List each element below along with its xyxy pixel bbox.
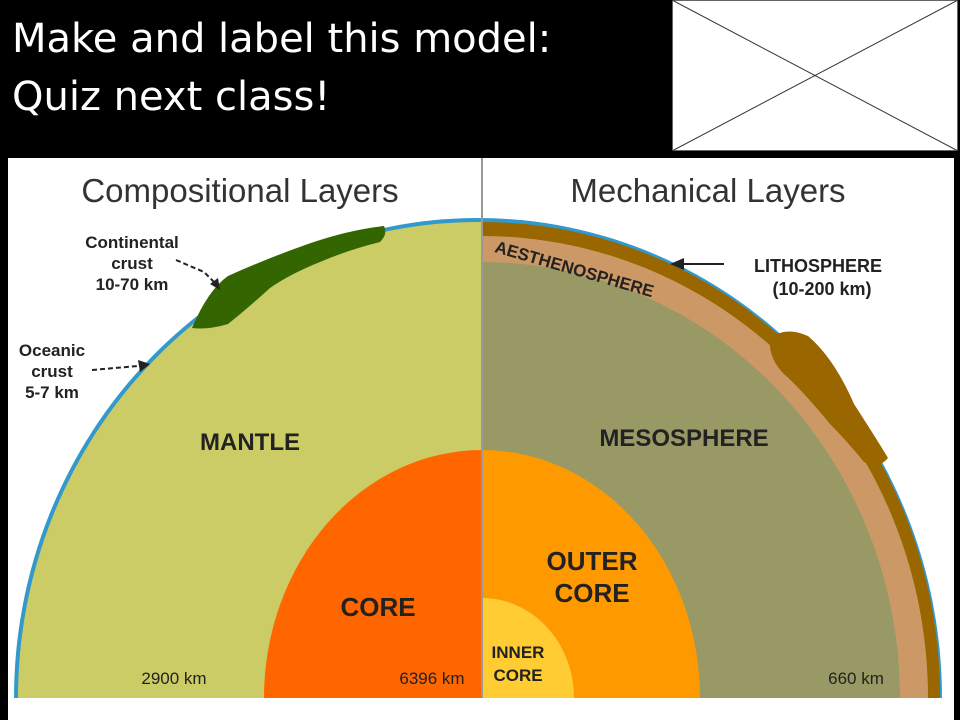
broken-image-x-icon (672, 0, 958, 151)
continental-crust-arrowhead (210, 278, 220, 290)
inner-core-label-1: INNER (492, 643, 545, 662)
depth-6396-label: 6396 km (399, 669, 464, 688)
oceanic-crust-arrowhead (138, 360, 150, 372)
inner-core-shape (482, 598, 574, 698)
inner-core-label-2: CORE (493, 666, 542, 685)
mantle-label: MANTLE (200, 429, 300, 456)
lithosphere-arrowhead (670, 258, 684, 270)
core-shape (264, 450, 482, 698)
core-label: CORE (340, 592, 415, 622)
image-placeholder (672, 0, 958, 151)
lithosphere-label-1: LITHOSPHERE (754, 256, 882, 276)
slide-title: Make and label this model: Quiz next cla… (12, 10, 551, 126)
compositional-layers-heading: Compositional Layers (81, 172, 398, 209)
slide-title-line-2: Quiz next class! (12, 74, 331, 120)
continental-crust-label-2: crust (111, 254, 153, 273)
oceanic-crust-label-1: Oceanic (19, 341, 85, 360)
lithosphere-bulge-shape (769, 331, 888, 466)
slide-title-line-1: Make and label this model: (12, 16, 552, 62)
continental-crust-label-3: 10-70 km (96, 275, 169, 294)
outer-core-label-2: CORE (554, 578, 629, 608)
oceanic-crust-label-2: crust (31, 362, 73, 381)
depth-2900-label: 2900 km (141, 669, 206, 688)
lithosphere-label-2: (10-200 km) (772, 279, 871, 299)
mesosphere-label: MESOSPHERE (599, 425, 768, 452)
outer-core-label-1: OUTER (547, 546, 638, 576)
depth-660-label: 660 km (828, 669, 884, 688)
oceanic-crust-arrow (91, 365, 139, 371)
mechanical-layers-heading: Mechanical Layers (570, 172, 845, 209)
earth-layers-diagram: Compositional Layers Mechanical Layers C… (8, 158, 954, 720)
continental-crust-arrow (175, 259, 217, 285)
continental-crust-label-1: Continental (85, 233, 179, 252)
continental-crust-shape (192, 226, 386, 329)
oceanic-crust-label-3: 5-7 km (25, 383, 79, 402)
